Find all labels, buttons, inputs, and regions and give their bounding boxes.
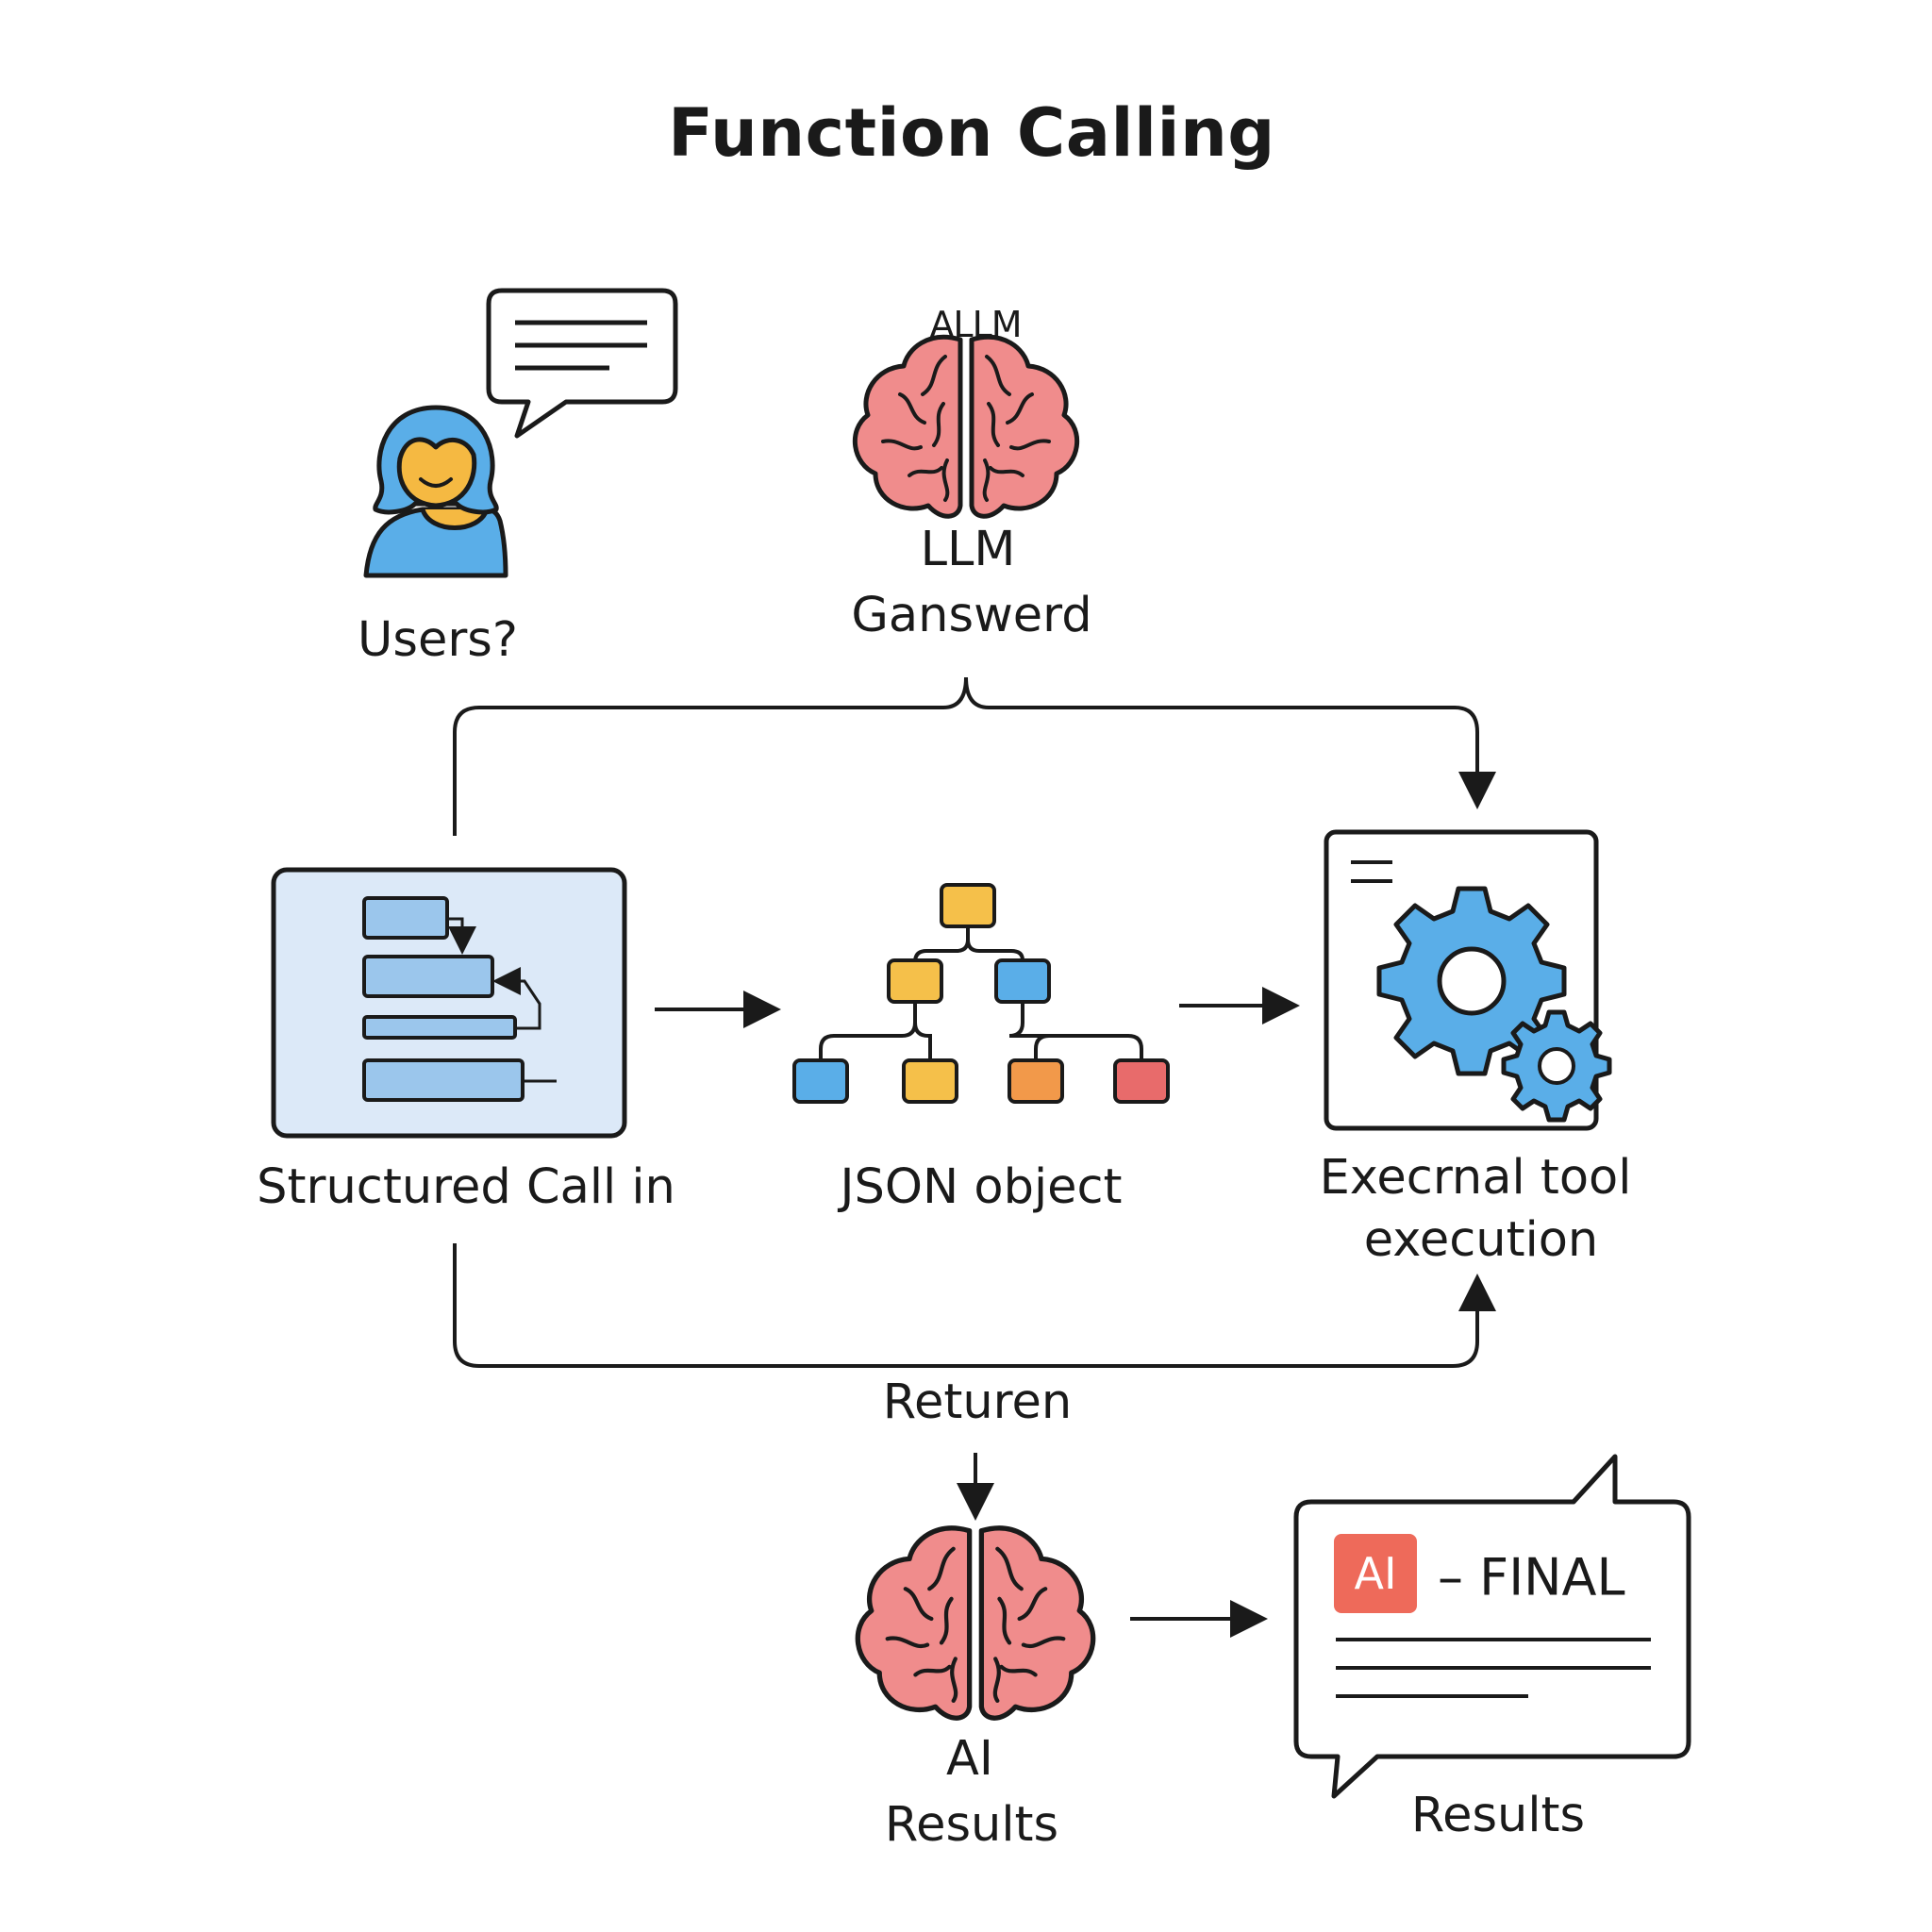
json-tree-icon: [792, 883, 1170, 1104]
llm-brain-icon: [855, 337, 1076, 516]
structured-call-label: Structured Call in: [257, 1159, 675, 1215]
ai-brain-icon: [858, 1528, 1092, 1718]
user-label: Users?: [358, 612, 518, 668]
structured-call-panel-icon: [271, 867, 627, 1139]
flow-edge-return: [453, 1243, 1496, 1368]
diagram-title: Function Calling: [668, 94, 1275, 172]
final-result-bubble-icon: [1293, 1454, 1691, 1799]
user-speech-bubble-icon: [486, 288, 678, 439]
user-avatar-icon: [363, 405, 508, 578]
small-gear-icon: [1501, 1009, 1612, 1123]
return-edge-label: Returen: [882, 1374, 1073, 1430]
llm-label-line2: Ganswerd: [851, 588, 1092, 643]
final-badge-text: AI: [1354, 1548, 1397, 1599]
ai-badge: [1334, 1534, 1417, 1613]
final-heading: – FINAL: [1438, 1547, 1625, 1607]
json-object-label: JSON object: [840, 1159, 1123, 1215]
ai-results-label-line2: Results: [884, 1797, 1059, 1853]
llm-icon-caption: ALLM: [929, 304, 1022, 345]
external-tool-label-line2: execution: [1363, 1212, 1599, 1268]
flow-edge-top: [453, 676, 1496, 836]
final-results-label: Results: [1410, 1788, 1586, 1843]
external-tool-label-line1: Execrnal tool: [1319, 1150, 1632, 1206]
ai-results-label-line1: AI: [946, 1731, 993, 1787]
llm-label-line1: LLM: [920, 522, 1016, 577]
